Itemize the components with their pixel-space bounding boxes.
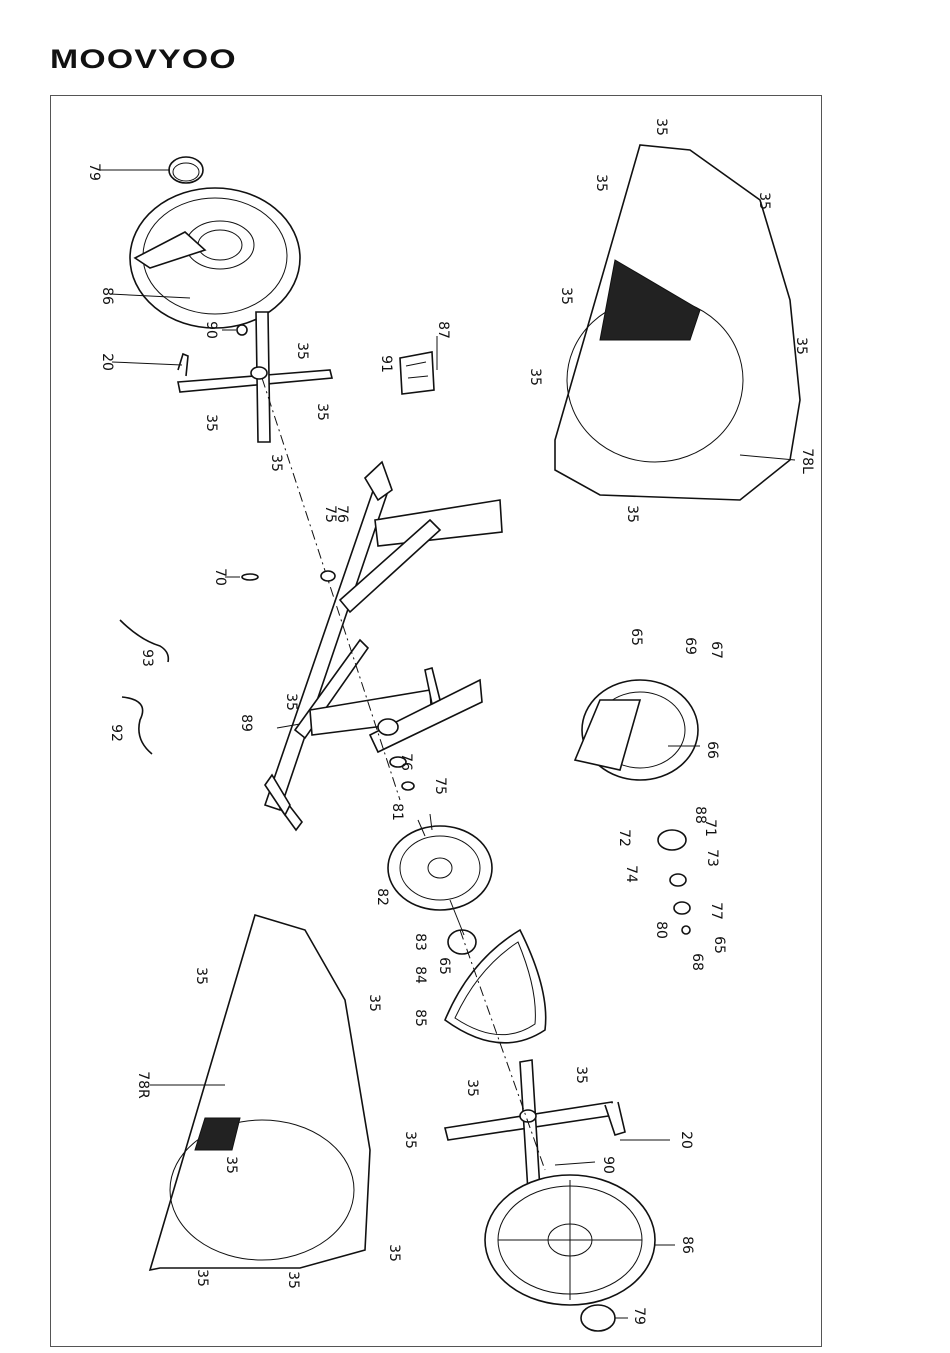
end-cap-86-bottom	[485, 1175, 655, 1305]
part-label-p91: 91	[378, 355, 394, 373]
part-label-p86a: 86	[99, 287, 115, 305]
part-label-p92: 92	[108, 724, 124, 742]
rear-stabilizer-top	[178, 312, 332, 442]
small-parts-frame	[120, 571, 414, 790]
part-label-p69: 69	[682, 637, 698, 655]
part-label-p71: 71	[702, 819, 718, 837]
part-label-p81: 81	[389, 803, 405, 821]
flywheel-66	[575, 680, 698, 780]
foot-cap-79-bottom	[581, 1305, 615, 1331]
part-label-p35a1: 35	[294, 342, 310, 360]
part-label-p35d6: 35	[194, 1269, 210, 1287]
part-label-p79b: 79	[631, 1307, 647, 1325]
part-label-p90b: 90	[600, 1156, 616, 1174]
part-label-p35e2: 35	[573, 1066, 589, 1084]
part-label-p35c6: 35	[527, 368, 543, 386]
part-label-p35d2: 35	[366, 994, 382, 1012]
part-label-p20a: 20	[99, 353, 115, 371]
part-label-p87: 87	[435, 321, 451, 339]
part-label-p65b: 65	[628, 628, 644, 646]
crank-pulley-82	[388, 814, 492, 910]
part-label-p72: 72	[616, 829, 632, 847]
part-label-p79a: 79	[86, 163, 102, 181]
part-label-p68: 68	[689, 953, 705, 971]
end-cap-86-top	[130, 188, 300, 328]
part-label-p35a2: 35	[314, 403, 330, 421]
part-label-p70: 70	[212, 568, 228, 586]
part-label-p67: 67	[708, 641, 724, 659]
part-label-p93: 93	[139, 649, 155, 667]
part-label-p35c7: 35	[624, 505, 640, 523]
side-cover-78R	[150, 915, 370, 1270]
part-label-p76b: 76	[398, 753, 414, 771]
part-label-p80: 80	[653, 921, 669, 939]
part-label-p78L: 78L	[799, 448, 815, 474]
part-label-p35a4: 35	[268, 454, 284, 472]
part-label-p77: 77	[708, 902, 724, 920]
part-label-p35d4: 35	[223, 1156, 239, 1174]
part-label-p74: 74	[623, 865, 639, 883]
part-label-p35c1: 35	[653, 118, 669, 136]
part-label-p35c5: 35	[793, 337, 809, 355]
part-label-p65a: 65	[436, 957, 452, 975]
part-label-p73: 73	[704, 849, 720, 867]
part-label-p66: 66	[704, 741, 720, 759]
part-label-p78R: 78R	[135, 1071, 151, 1099]
foot-cap-79-top	[169, 157, 203, 183]
part-label-p35d5: 35	[386, 1244, 402, 1262]
part-label-p35c2: 35	[593, 174, 609, 192]
part-label-p75b: 75	[432, 777, 448, 795]
part-label-p35a3: 35	[203, 414, 219, 432]
bracket-91	[400, 336, 437, 394]
part-label-p86b: 86	[679, 1236, 695, 1254]
part-label-p75a: 75	[322, 505, 338, 523]
part-label-p35c4: 35	[558, 287, 574, 305]
part-label-p85: 85	[412, 1009, 428, 1027]
part-label-p35d1: 35	[193, 967, 209, 985]
tension-parts	[658, 830, 690, 934]
part-label-p35b: 35	[283, 693, 299, 711]
part-label-p84: 84	[412, 966, 428, 984]
part-label-p20b: 20	[678, 1131, 694, 1149]
part-label-p83: 83	[412, 933, 428, 951]
part-label-p89: 89	[238, 714, 254, 732]
part-label-p35e1: 35	[464, 1079, 480, 1097]
part-label-p65c: 65	[711, 936, 727, 954]
part-label-p82: 82	[374, 888, 390, 906]
part-label-p35d7: 35	[285, 1271, 301, 1289]
part-label-p35d3: 35	[402, 1131, 418, 1149]
part-label-p35c3: 35	[756, 192, 772, 210]
main-frame	[265, 462, 502, 830]
part-label-p90a: 90	[203, 321, 219, 339]
